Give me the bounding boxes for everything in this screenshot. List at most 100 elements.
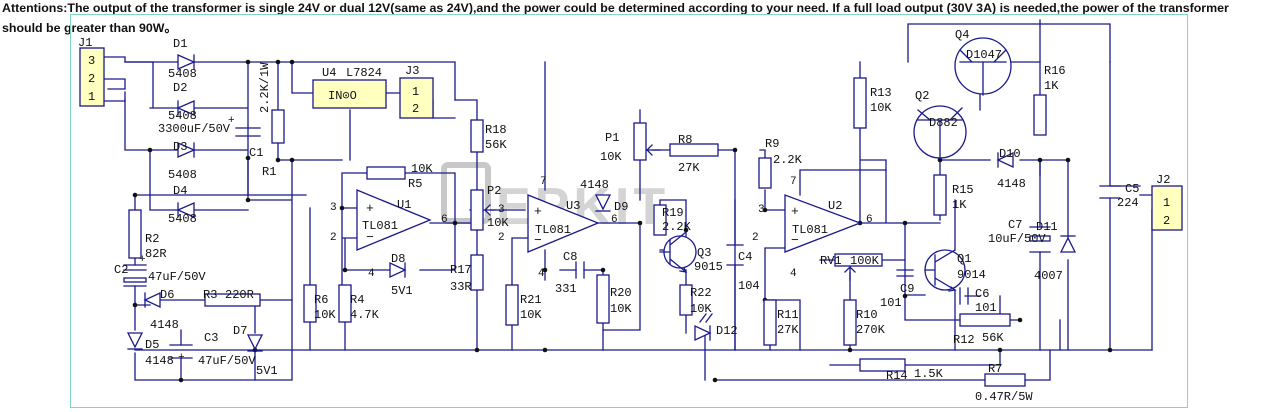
svg-text:TL081: TL081 [362,219,398,233]
svg-text:R21: R21 [520,293,542,307]
resistor-r5 [366,166,406,180]
diode-d8 [389,261,407,279]
resistor-r20 [596,274,610,324]
svg-text:Q4: Q4 [955,28,969,42]
rv1-wiper [844,266,856,281]
svg-text:R19: R19 [662,206,684,220]
svg-text:10K: 10K [870,101,892,115]
svg-text:R8: R8 [678,133,692,147]
svg-text:D882: D882 [929,116,958,130]
connector-j3: J3 1 2 [399,64,434,119]
diode-d2 [176,100,195,116]
svg-text:D4: D4 [173,184,187,198]
svg-text:3: 3 [330,202,337,214]
svg-text:R16: R16 [1044,64,1066,78]
capacitors: + + + [123,115,1121,364]
svg-text:+: + [534,204,542,219]
resistor-p2 [470,189,484,231]
svg-text:P2: P2 [487,184,501,198]
opamp-u1: + − U1 TL081 3 2 6 4 [330,189,448,280]
svg-text:R1: R1 [262,165,276,179]
diode-d12 [694,313,713,342]
svg-text:C3: C3 [204,331,218,345]
svg-text:1.5K: 1.5K [914,367,944,381]
svg-text:1: 1 [88,90,95,104]
transistor-q2 [913,105,967,159]
diode-d7 [246,334,264,352]
diode-d9 [594,194,612,212]
diode-d5 [126,332,144,350]
svg-text:6: 6 [441,214,448,226]
svg-text:R11: R11 [777,308,799,322]
svg-text:R18: R18 [485,123,507,137]
svg-text:U2: U2 [828,199,842,213]
resistor-r3 [204,293,261,307]
svg-text:+: + [791,204,799,219]
svg-text:3: 3 [758,204,765,216]
svg-text:U4: U4 [322,66,336,80]
svg-text:5408: 5408 [168,67,197,81]
svg-text:4148: 4148 [997,177,1026,191]
p2-wiper [484,204,496,216]
resistor-r9 [758,157,772,189]
svg-text:P1: P1 [605,131,619,145]
svg-text:D1: D1 [173,37,187,51]
svg-text:+: + [228,115,235,127]
svg-text:D10: D10 [999,147,1021,161]
resistors [128,77,1047,387]
svg-text:D3: D3 [173,140,187,154]
svg-text:U1: U1 [397,198,411,212]
svg-text:4.7K: 4.7K [350,308,380,322]
svg-text:C6: C6 [975,287,989,301]
resistor-r18 [470,119,484,153]
capacitor-c7 [1029,226,1051,253]
connector-j1: J1 3 2 1 [78,36,105,107]
diode-d6 [143,291,161,309]
svg-text:33R: 33R [450,280,472,294]
svg-text:RV1: RV1 [820,254,842,268]
resistor-r4 [338,284,352,323]
diodes [126,54,1077,352]
resistor-r11 [763,299,777,346]
transistor-q1 [924,249,966,292]
svg-text:L7824: L7824 [346,66,382,80]
svg-text:4: 4 [368,268,375,280]
svg-text:+: + [178,352,185,364]
svg-text:D2: D2 [173,81,187,95]
svg-text:−: − [366,230,374,245]
svg-text:4148: 4148 [150,318,179,332]
svg-text:C2: C2 [114,263,128,277]
junctions [132,59,1113,383]
svg-text:224: 224 [1117,196,1139,210]
svg-text:R15: R15 [952,183,974,197]
svg-text:4: 4 [538,268,545,280]
svg-text:4: 4 [790,268,797,280]
resistor-r1 [271,109,285,144]
svg-text:5408: 5408 [168,212,197,226]
svg-text:10K: 10K [600,150,622,164]
resistor-r6 [303,284,317,323]
svg-text:2: 2 [412,102,419,116]
svg-text:2.2K/1W: 2.2K/1W [258,62,272,113]
svg-text:R4: R4 [350,293,364,307]
svg-text:10K: 10K [610,302,632,316]
resistor-r10 [843,299,857,346]
svg-text:27K: 27K [678,161,700,175]
svg-text:D8: D8 [391,252,405,266]
svg-text:D7: D7 [233,324,247,338]
svg-text:101: 101 [975,301,997,315]
resistor-r19 [653,204,667,236]
svg-text:R7: R7 [988,362,1002,376]
diode-d10 [996,151,1014,169]
svg-text:J1: J1 [78,36,92,50]
svg-text:D11: D11 [1036,220,1058,234]
capacitor-c9 [896,269,914,277]
svg-text:+: + [139,254,146,266]
svg-text:C9: C9 [900,282,914,296]
svg-text:10K: 10K [411,162,433,176]
resistor-rv1 [834,253,883,267]
svg-text:TL081: TL081 [535,223,571,237]
svg-text:331: 331 [555,282,577,296]
svg-text:4148: 4148 [580,178,609,192]
